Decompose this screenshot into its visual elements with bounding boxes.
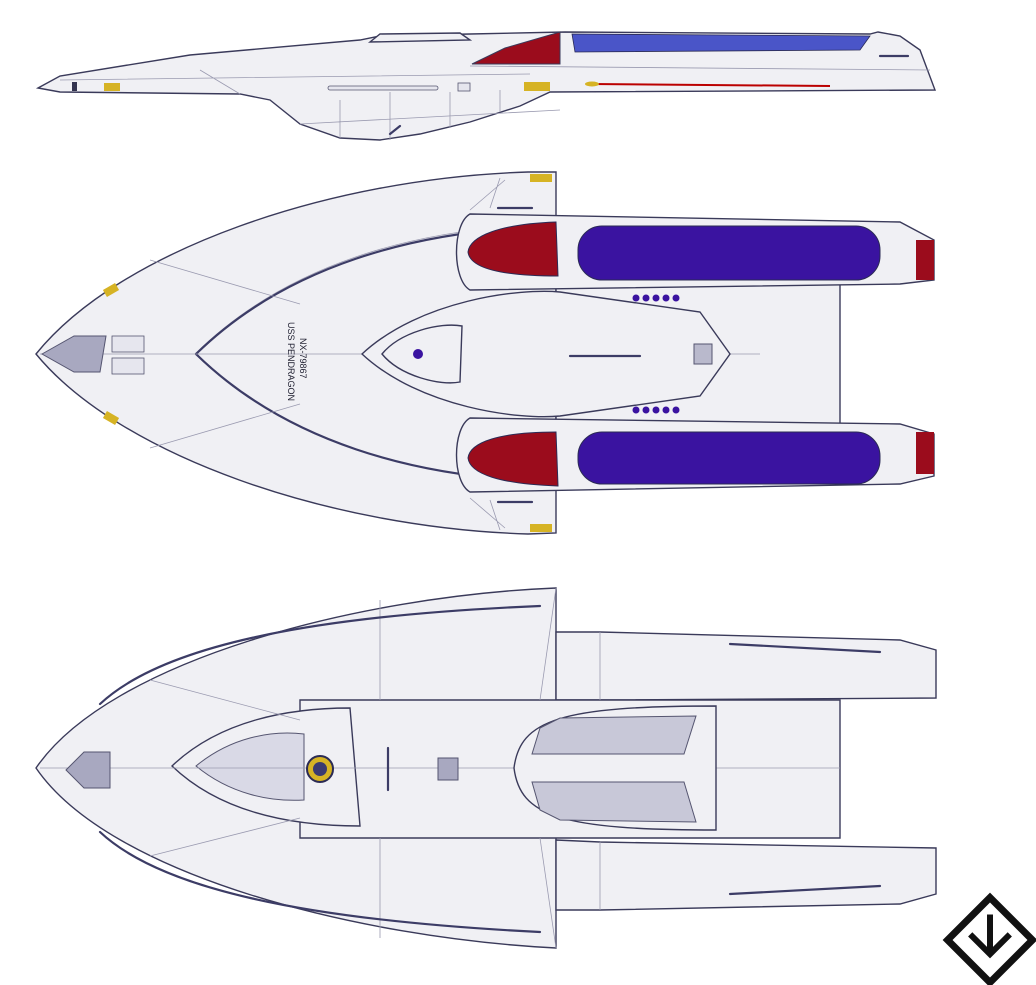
dorsal-view: USS PENDRAGON NX-79867 — [35, 171, 935, 535]
studio-logo-icon — [942, 892, 1036, 985]
dorsal-rcs-aft-port — [530, 174, 552, 182]
dorsal-rcs-aft-starboard — [530, 524, 552, 532]
ventral-sensor-dome-core — [313, 762, 327, 776]
dorsal-deck — [360, 290, 731, 418]
dorsal-rcs-fore-starboard — [102, 411, 120, 425]
dorsal-bow-sensor — [40, 335, 107, 373]
profile-superstructure — [367, 32, 473, 43]
ventral-hatch — [437, 757, 459, 781]
ventral-shuttlebay-doors-starboard — [531, 781, 697, 823]
profile-view — [35, 31, 937, 141]
ventral-nacelle-trim-starboard — [728, 884, 882, 896]
profile-panel-lines — [59, 69, 561, 140]
dorsal-registry-number: NX-79867 — [298, 338, 308, 379]
profile-warp-strip — [589, 83, 831, 87]
ventral-deflector-dish — [195, 732, 305, 801]
dorsal-ship-name: USS PENDRAGON — [286, 322, 296, 401]
ventral-trim-lower — [98, 830, 542, 934]
dorsal-grille-port — [577, 225, 881, 281]
profile-bussard — [471, 31, 561, 65]
ventral-view — [35, 587, 937, 949]
dorsal-bridge-dome — [413, 349, 423, 359]
dorsal-rcs-fore-port — [102, 283, 120, 297]
profile-warp-tip — [585, 81, 599, 87]
dorsal-forward-panel-1 — [111, 335, 145, 353]
profile-nacelle-line — [469, 65, 931, 71]
ventral-nacelle-starboard — [555, 839, 937, 911]
profile-nacelle-grille — [571, 33, 871, 53]
dorsal-exhaust-starboard — [916, 432, 934, 474]
dorsal-vents-starboard — [632, 406, 680, 414]
profile-window-strip — [327, 85, 439, 91]
dorsal-bussard-starboard — [467, 431, 559, 487]
dorsal-aft-hatch — [693, 343, 713, 365]
dorsal-forward-panel-2 — [111, 357, 145, 375]
ventral-nacelle-trim-port — [728, 642, 882, 654]
dorsal-vents-port — [632, 294, 680, 302]
profile-thruster-fore — [104, 83, 120, 91]
dorsal-grille-starboard — [577, 431, 881, 485]
profile-sensor — [72, 82, 77, 91]
ventral-bow-sensor — [65, 751, 111, 789]
ventral-shuttlebay-doors-port — [531, 715, 697, 755]
profile-hull — [35, 31, 937, 141]
ventral-trim-upper — [98, 604, 542, 706]
profile-thruster-aft — [524, 82, 550, 91]
profile-keel-trim — [388, 124, 402, 136]
profile-hatch — [457, 82, 471, 92]
dorsal-exhaust-port — [916, 240, 934, 280]
ventral-nacelle-port — [555, 631, 937, 701]
dorsal-bussard-port — [467, 221, 559, 277]
